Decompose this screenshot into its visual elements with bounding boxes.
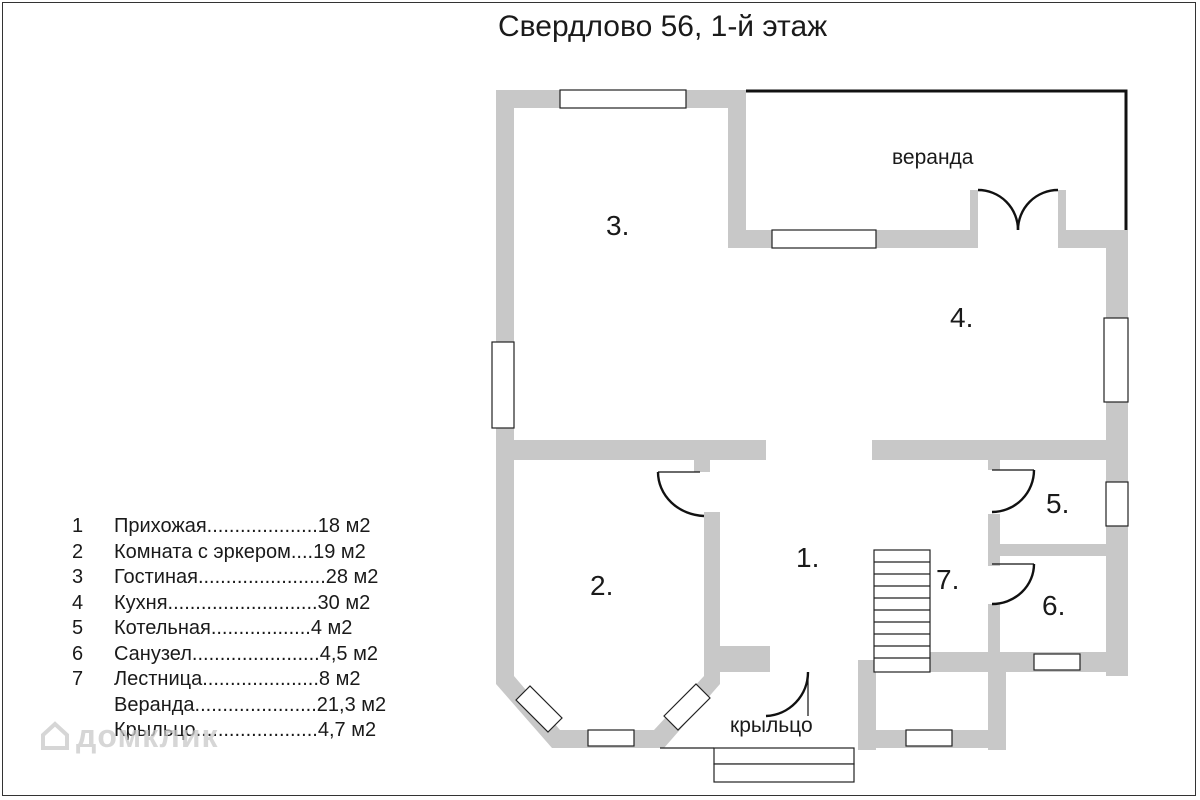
window-bay-left	[515, 685, 563, 733]
door-jamb-left	[970, 190, 978, 248]
room-1-label: 1.	[796, 542, 820, 573]
wall-room2-top-stub	[694, 460, 710, 472]
plan-title: Свердлово 56, 1-й этаж	[498, 10, 828, 43]
porch-steps	[713, 747, 855, 783]
window-right	[1103, 317, 1129, 403]
wall-room5-south	[988, 544, 1110, 556]
porch-step-2	[713, 763, 855, 783]
wall-veranda-west	[728, 90, 746, 248]
window-bay-right	[663, 683, 711, 731]
wall-stair-south	[930, 652, 990, 672]
wall-entry-stub	[750, 646, 770, 672]
window-room5	[1105, 481, 1129, 527]
domklik-house-icon	[41, 721, 69, 750]
windows	[491, 89, 1129, 747]
wall-room5-top-stub	[988, 460, 1000, 470]
window-room6	[1033, 653, 1081, 671]
porch-label: крыльцо	[730, 714, 813, 737]
door-room2-arc	[656, 471, 705, 518]
window-veranda	[771, 229, 877, 249]
window-left	[491, 341, 515, 429]
doors	[656, 188, 1059, 718]
wall-room6-west	[988, 604, 1000, 664]
window-bay-bottom	[587, 729, 635, 747]
door-veranda-right-arc	[1016, 188, 1059, 231]
legend-row: Веранда......................21,3 м2	[114, 693, 387, 716]
door-jamb-right	[1058, 190, 1066, 248]
wall-porch-east-a	[858, 660, 876, 750]
staircase	[873, 549, 931, 673]
door-room6-arc	[991, 563, 1036, 606]
walls	[496, 90, 1128, 750]
stair-outline	[873, 549, 931, 673]
wall-room2-east	[704, 512, 720, 662]
room-7-label: 7.	[936, 564, 960, 595]
wall-middle-west	[496, 440, 766, 460]
door-room5-arc	[991, 469, 1036, 514]
room-4-label: 4.	[950, 302, 974, 333]
watermark: домклик	[40, 718, 219, 755]
door-entry-arc	[765, 671, 810, 718]
door-veranda-left-arc	[977, 188, 1020, 231]
wall-room6-top-stub	[988, 556, 1000, 566]
window-top	[559, 89, 687, 109]
room-2-label: 2.	[590, 570, 614, 601]
veranda-outline	[746, 89, 1128, 230]
porch-step-1	[713, 747, 855, 765]
window-bottom-right	[905, 729, 953, 747]
wall-porch-east-b	[988, 660, 1006, 750]
legend-row: Крыльцо......................4,7 м2	[114, 719, 377, 741]
room-5-label: 5.	[1046, 488, 1070, 519]
veranda-label: веранда	[892, 146, 974, 169]
wall-middle-east	[872, 440, 1128, 460]
room-6-label: 6.	[1042, 590, 1066, 621]
room-3-label: 3.	[606, 210, 630, 241]
